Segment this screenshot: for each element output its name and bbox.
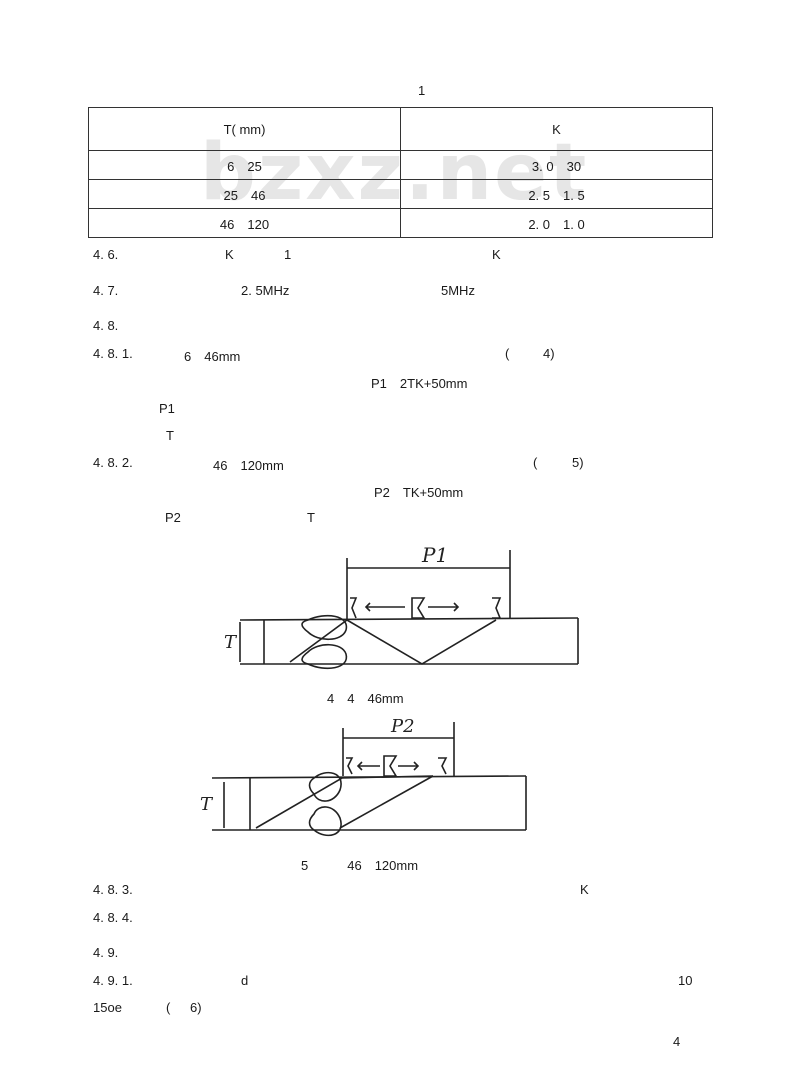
text-fragment: 4) bbox=[543, 346, 555, 361]
probe-left bbox=[350, 597, 358, 619]
text-fragment: 1 bbox=[284, 247, 292, 262]
text-fragment: 10 bbox=[678, 973, 693, 988]
figure-4-caption: 4 4 46mm bbox=[327, 691, 404, 706]
table-cell: 2. 5 1. 5 bbox=[400, 179, 713, 209]
text-fragment: 46 120mm bbox=[213, 458, 284, 473]
arrowhead bbox=[364, 602, 371, 612]
label-t: T bbox=[200, 794, 214, 815]
table-cell: 25 46 bbox=[88, 179, 401, 209]
text-fragment: T bbox=[166, 428, 174, 443]
text-fragment: 5) bbox=[572, 455, 584, 470]
table-caption: 1 bbox=[418, 83, 426, 98]
clause-number: 4. 8. 4. bbox=[93, 910, 133, 925]
text-fragment: d bbox=[241, 973, 249, 988]
figure-4-weld-diagram: P1 T bbox=[224, 543, 579, 670]
figure-5-caption: 5 46 120mm bbox=[301, 858, 419, 873]
text-fragment: P1 bbox=[159, 401, 175, 416]
sound-path bbox=[289, 619, 497, 665]
clause-number: 4. 6. bbox=[93, 247, 119, 262]
weld-bead-lower bbox=[308, 806, 342, 837]
clause-number: 4. 9. bbox=[93, 945, 119, 960]
probe-left bbox=[346, 757, 354, 775]
probe-angle-table: T( mm) K 6 25 3. 0 30 25 46 2. 5 1. 5 46… bbox=[88, 107, 713, 238]
table-cell: 3. 0 30 bbox=[400, 150, 713, 180]
label-p1: P1 bbox=[421, 543, 448, 567]
clause-number: 4. 9. 1. bbox=[93, 973, 133, 988]
figure-5-weld-diagram: P2 T bbox=[200, 716, 527, 837]
weld-bead-upper bbox=[308, 771, 342, 802]
clause-number: 4. 7. bbox=[93, 283, 119, 298]
weld-bead-upper bbox=[301, 614, 348, 641]
text-fragment: ( bbox=[533, 455, 538, 470]
sound-path-reflect bbox=[339, 775, 434, 829]
clause-number: 4. 8. 2. bbox=[93, 455, 133, 470]
column-header-thickness: T( mm) bbox=[88, 107, 401, 151]
table-cell: 2. 0 1. 0 bbox=[400, 208, 713, 238]
text-fragment: 2. 5MHz bbox=[241, 283, 290, 298]
plate-top-edge bbox=[239, 617, 579, 621]
text-fragment: T bbox=[307, 510, 315, 525]
sound-path bbox=[255, 775, 434, 829]
probe-center bbox=[383, 755, 398, 777]
arrowhead bbox=[356, 761, 363, 771]
text-fragment: ( bbox=[166, 1000, 171, 1015]
label-p2: P2 bbox=[390, 716, 415, 737]
table-cell: 6 25 bbox=[88, 150, 401, 180]
weld-bead-lower bbox=[301, 643, 348, 670]
formula-p2: P2 TK+50mm bbox=[374, 485, 464, 500]
text-fragment: P2 bbox=[165, 510, 181, 525]
text-fragment: K bbox=[492, 247, 501, 262]
formula-p1: P1 2TK+50mm bbox=[371, 376, 468, 391]
label-t: T bbox=[224, 632, 238, 653]
arrowhead bbox=[453, 602, 460, 612]
text-fragment: 5MHz bbox=[441, 283, 475, 298]
probe-right bbox=[492, 597, 502, 619]
clause-number: 4. 8. bbox=[93, 318, 119, 333]
clause-number: 4. 8. 1. bbox=[93, 346, 133, 361]
probe-center bbox=[411, 597, 426, 619]
page-number: 4 bbox=[673, 1034, 681, 1049]
table-row: 46 120 2. 0 1. 0 bbox=[88, 208, 713, 238]
probe-right bbox=[438, 757, 448, 775]
table-row: 25 46 2. 5 1. 5 bbox=[88, 179, 713, 209]
table-cell: 46 120 bbox=[88, 208, 401, 238]
text-fragment: K bbox=[225, 247, 234, 262]
text-fragment: 15oe bbox=[93, 1000, 122, 1015]
arrowhead bbox=[413, 761, 420, 771]
text-fragment: ( bbox=[505, 346, 510, 361]
clause-number: 4. 8. 3. bbox=[93, 882, 133, 897]
text-fragment: 6 46mm bbox=[184, 349, 241, 364]
table-header-row: T( mm) K bbox=[88, 107, 713, 151]
text-fragment: K bbox=[580, 882, 589, 897]
table-row: 6 25 3. 0 30 bbox=[88, 150, 713, 180]
column-header-k: K bbox=[400, 107, 713, 151]
text-fragment: 6) bbox=[190, 1000, 202, 1015]
